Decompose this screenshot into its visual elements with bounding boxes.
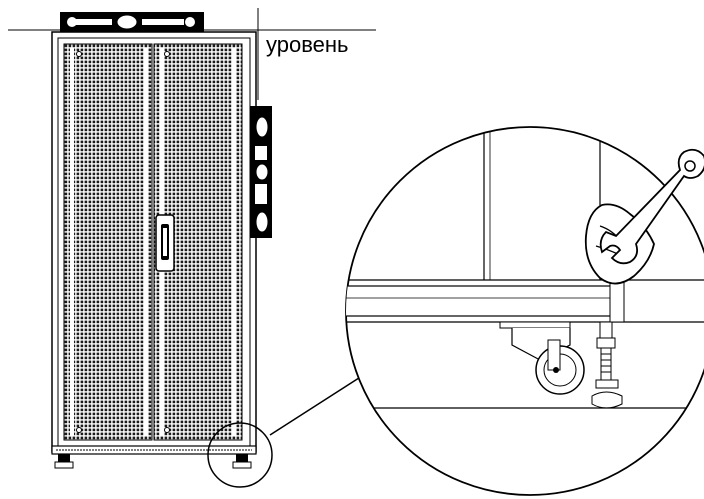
level-label: уровень: [266, 32, 349, 57]
server-rack: [51, 31, 257, 469]
rack-left-door: [63, 43, 153, 441]
detail-connector-line: [269, 375, 363, 436]
magnified-detail: [345, 126, 704, 496]
top-spirit-level-icon: [60, 12, 204, 32]
rack-front-right-foot: [232, 454, 252, 469]
wrench-icon: [599, 148, 704, 265]
caster-wheel-icon: [499, 321, 585, 395]
leveling-foot-icon: [591, 321, 623, 409]
rack-front-left-foot: [54, 454, 74, 469]
side-spirit-level-icon: [250, 106, 272, 238]
door-handle: [155, 214, 175, 272]
detail-marker-circle: [207, 422, 273, 488]
